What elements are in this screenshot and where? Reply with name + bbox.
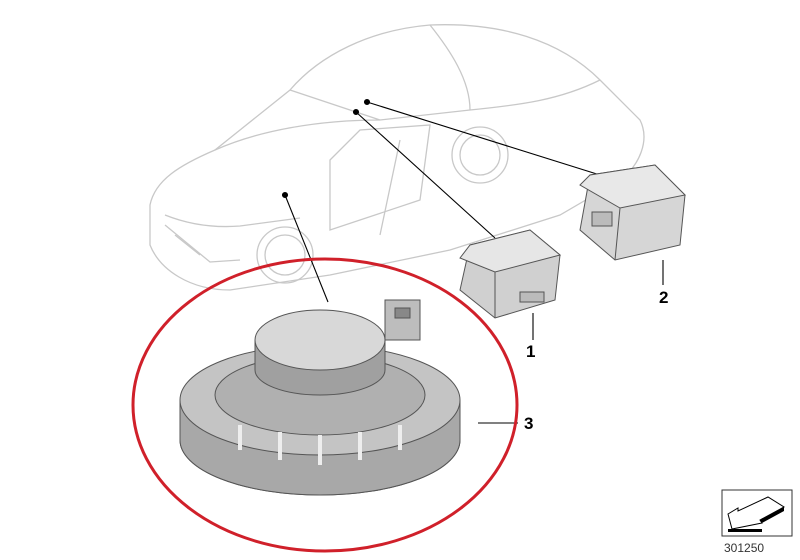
arrow-bottom-left-icon [721,489,793,537]
part-2-module [579,164,687,261]
leader-lines [281,98,664,424]
reference-number: 301250 [724,541,765,555]
part-3-speaker [179,299,461,496]
part-1-module [459,229,562,319]
callout-1: 1 [526,342,536,361]
callout-3: 3 [524,414,534,433]
callout-2: 2 [659,288,669,307]
highlight-circle [131,257,519,553]
car-outline [149,24,645,291]
